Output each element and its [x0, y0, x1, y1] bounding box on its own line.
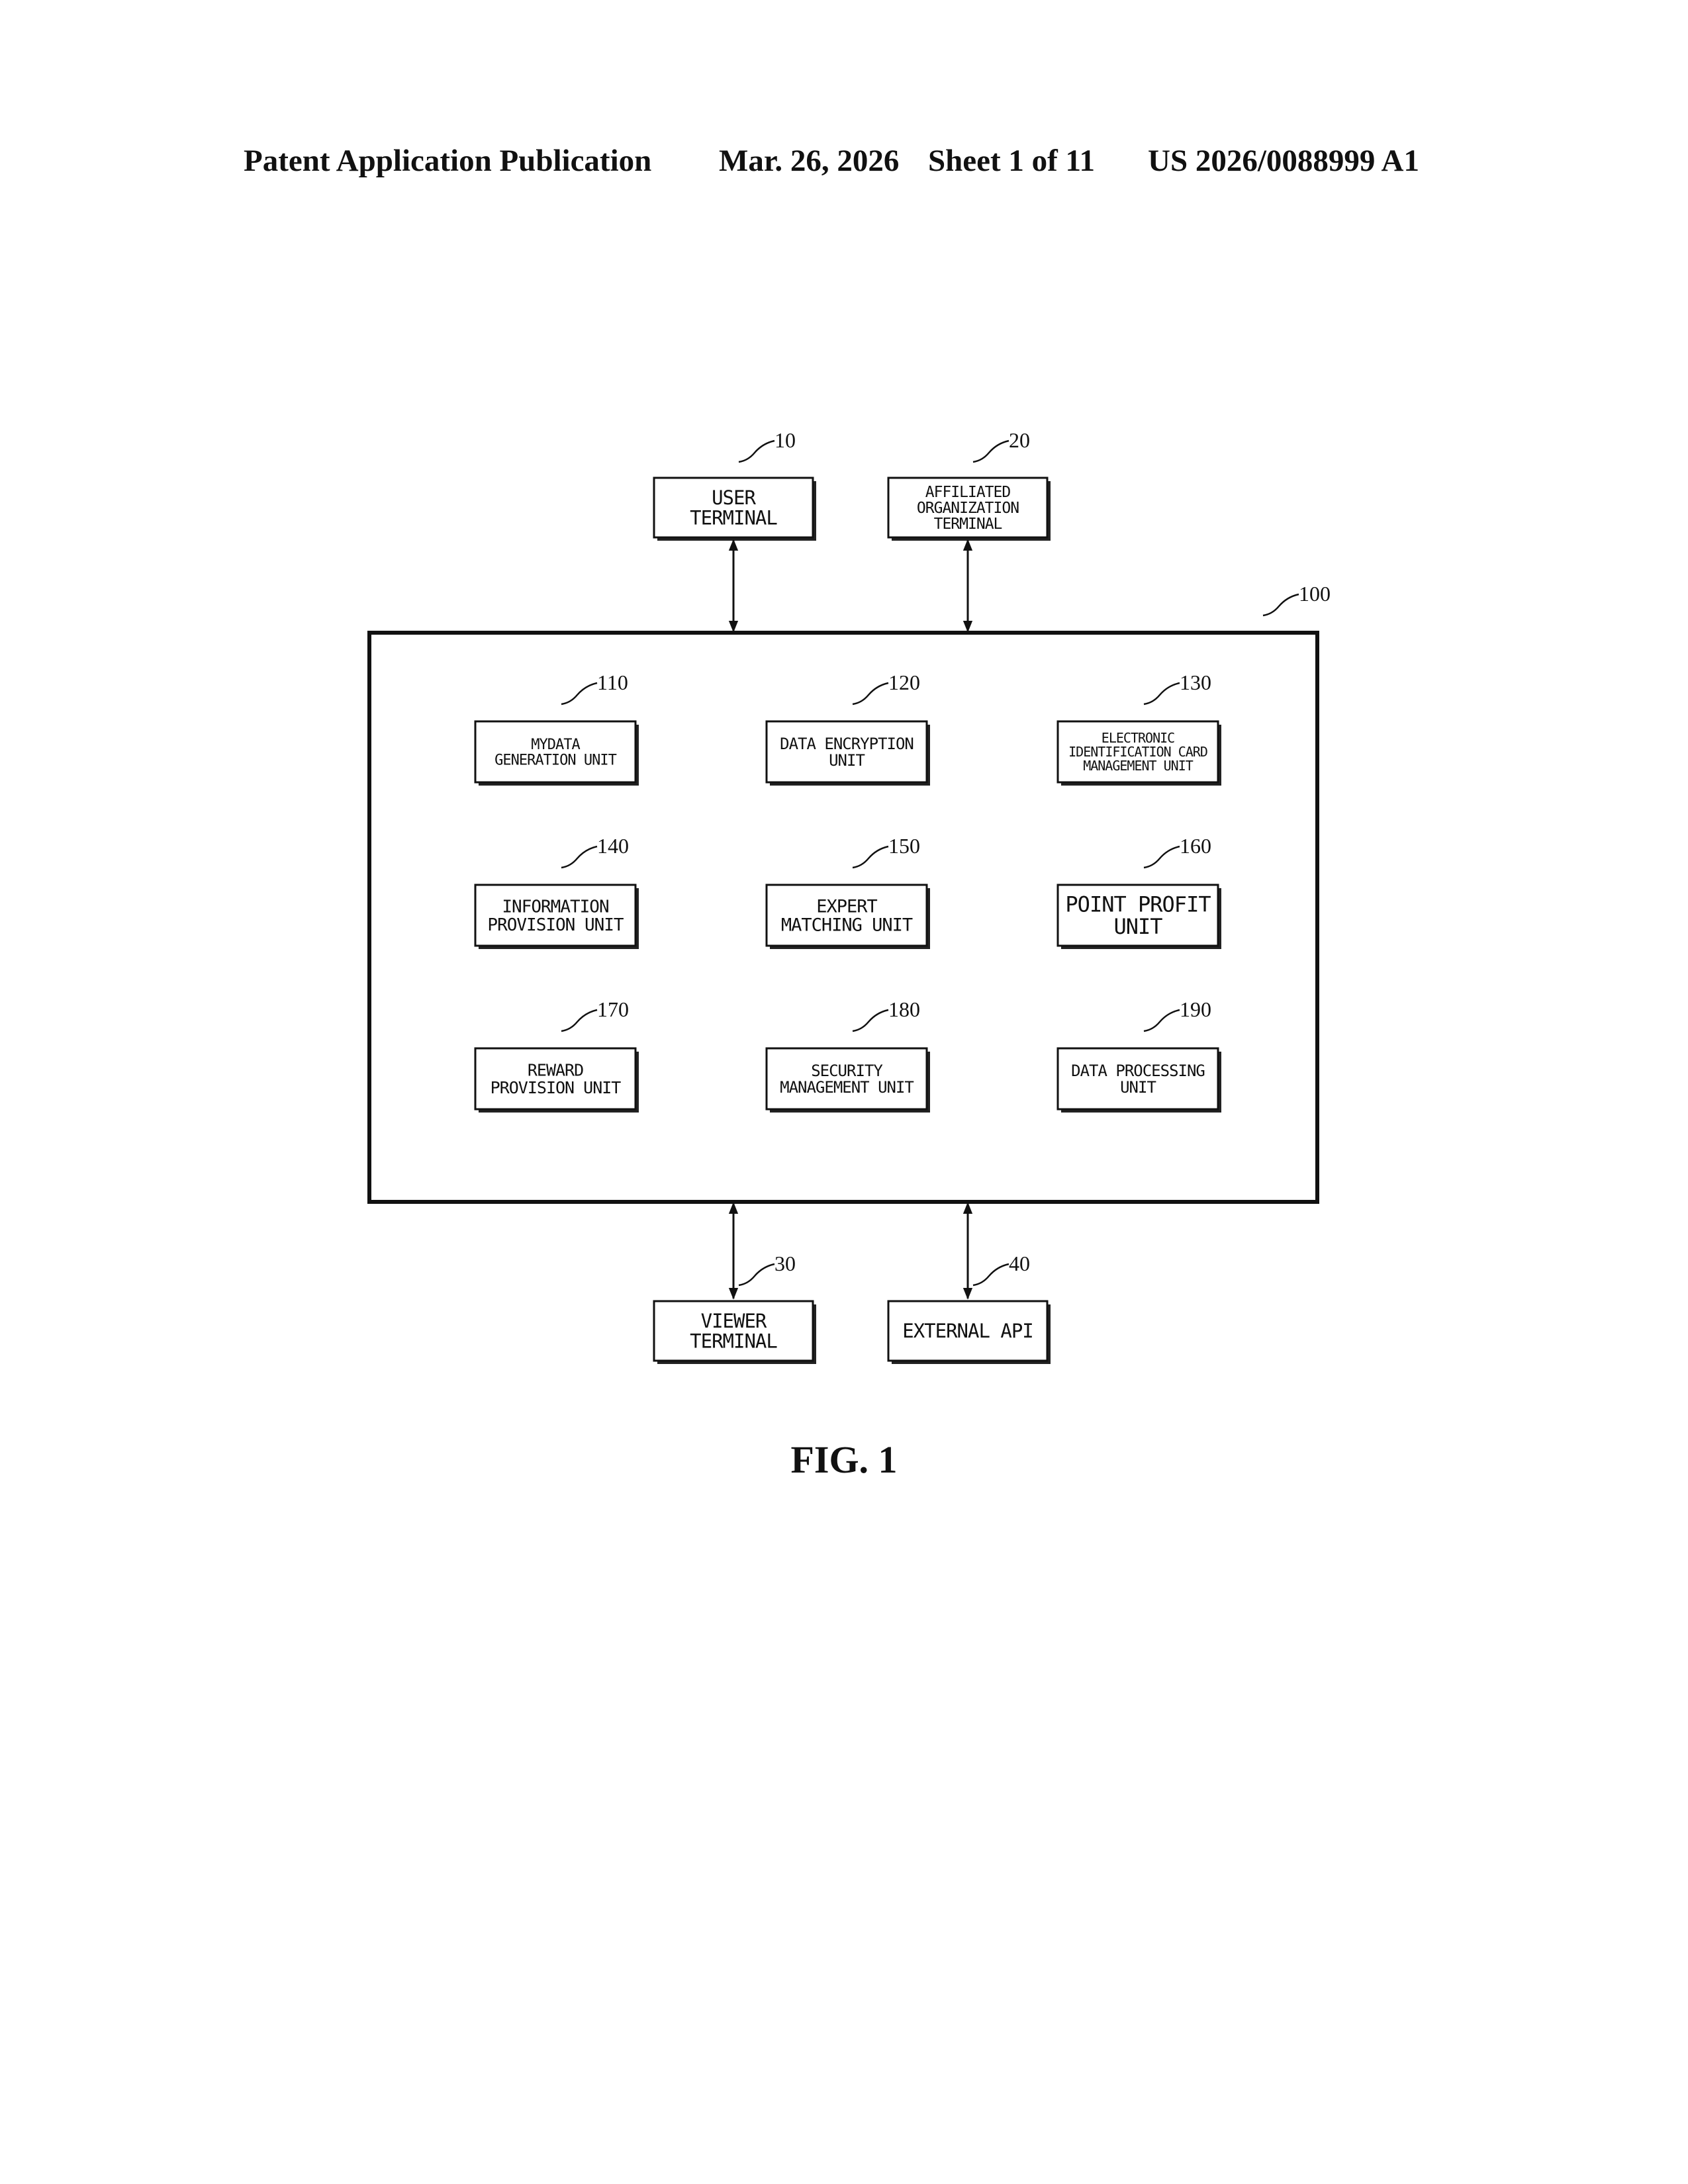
user-terminal-label-line-1: USER	[712, 486, 756, 509]
reward-provision-unit-label-line-2: PROVISION UNIT	[491, 1078, 622, 1097]
expert-matching-unit-ref: 150	[888, 834, 920, 858]
ref-100: 100	[1299, 582, 1331, 606]
electronic-identification-card-management-unit-label-line-3: MANAGEMENT UNIT	[1083, 758, 1194, 774]
viewer-terminal-ref-leader	[739, 1264, 774, 1285]
user-terminal-ref: 10	[774, 428, 796, 452]
affiliated-organization-terminal-label-line-2: ORGANIZATION	[917, 500, 1019, 517]
information-provision-unit-label-line-2: PROVISION UNIT	[487, 915, 624, 935]
external-api-ref-leader	[973, 1264, 1009, 1285]
data-processing-unit-label-line-2: UNIT	[1120, 1078, 1156, 1097]
affiliated-organization-terminal-ref-leader	[973, 441, 1009, 462]
user-terminal-label-line-2: TERMINAL	[690, 506, 777, 529]
viewer-terminal-ref: 30	[774, 1251, 796, 1275]
data-encryption-unit-label-line-1: DATA ENCRYPTION	[780, 735, 914, 753]
reward-provision-unit-label-line-1: REWARD	[528, 1061, 583, 1080]
point-profit-unit-ref: 160	[1180, 834, 1211, 858]
point-profit-unit-label-line-2: UNIT	[1113, 914, 1162, 939]
point-profit-unit-ref-leader	[1144, 846, 1180, 868]
external-api-label-line-1: EXTERNAL API	[902, 1320, 1033, 1342]
point-profit-unit-label-line-1: POINT PROFIT	[1065, 891, 1211, 917]
external-api-ref: 40	[1009, 1251, 1030, 1275]
electronic-identification-card-management-unit-ref: 130	[1180, 670, 1211, 694]
mydata-generation-unit-ref-leader	[561, 683, 597, 704]
expert-matching-unit-label-line-2: MATCHING UNIT	[781, 915, 913, 936]
mydata-generation-unit-ref: 110	[597, 670, 628, 694]
information-provision-unit-label-line-1: INFORMATION	[502, 897, 608, 917]
expert-matching-unit-ref-leader	[853, 846, 888, 868]
viewer-terminal-label-line-1: VIEWER	[701, 1310, 767, 1332]
data-encryption-unit-label-line-2: UNIT	[829, 751, 865, 770]
reward-provision-unit-ref: 170	[597, 997, 629, 1021]
data-processing-unit-label-line-1: DATA PROCESSING	[1071, 1062, 1205, 1080]
user-terminal-ref-leader	[739, 441, 774, 462]
security-management-unit-ref: 180	[888, 997, 920, 1021]
data-processing-unit-ref: 190	[1180, 997, 1211, 1021]
security-management-unit-label-line-1: SECURITY	[811, 1062, 883, 1080]
figure-caption: FIG. 1	[0, 1437, 1688, 1482]
information-provision-unit-ref-leader	[561, 846, 597, 868]
affiliated-organization-terminal-label-line-1: AFFILIATED	[925, 484, 1011, 501]
viewer-terminal-label-line-2: TERMINAL	[690, 1330, 777, 1352]
data-processing-unit-ref-leader	[1144, 1010, 1180, 1031]
mydata-generation-unit-label-line-2: GENERATION UNIT	[494, 752, 616, 768]
expert-matching-unit-label-line-1: EXPERT	[816, 896, 877, 917]
ref-100-leader	[1263, 594, 1299, 615]
security-management-unit-ref-leader	[853, 1010, 888, 1031]
affiliated-organization-terminal-ref: 20	[1009, 428, 1030, 452]
data-encryption-unit-ref: 120	[888, 670, 920, 694]
information-provision-unit-ref: 140	[597, 834, 629, 858]
security-management-unit-label-line-2: MANAGEMENT UNIT	[780, 1078, 914, 1097]
affiliated-organization-terminal-label-line-3: TERMINAL	[934, 516, 1002, 533]
data-encryption-unit-ref-leader	[853, 683, 888, 704]
electronic-identification-card-management-unit-ref-leader	[1144, 683, 1180, 704]
mydata-generation-unit-label-line-1: MYDATA	[531, 737, 580, 753]
reward-provision-unit-ref-leader	[561, 1010, 597, 1031]
